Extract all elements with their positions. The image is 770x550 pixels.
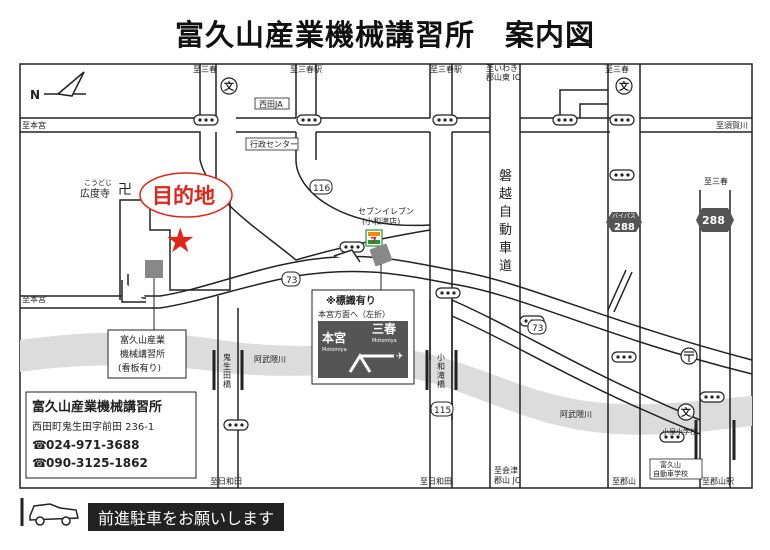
parking-note: 前進駐車をお願いします: [88, 503, 285, 531]
label-to-koriyama: 至郡山: [612, 476, 636, 486]
svg-text:73: 73: [532, 324, 543, 334]
bandai-expressway-label: 磐 越 自 動 車 道: [499, 169, 512, 274]
callout-line: (看板有り): [118, 362, 161, 374]
label-koriyama-east-ic: 郡山東 IC: [486, 72, 521, 82]
phone-icon-2: ☎: [32, 456, 47, 470]
road-sign: [318, 321, 408, 378]
expressway-char: 車: [499, 241, 512, 256]
route-115-icon: 115: [430, 401, 454, 417]
sign-building: [369, 243, 393, 267]
expressway-char: 磐: [499, 169, 512, 184]
oniu-bridge-char: 田: [223, 371, 231, 380]
label-to-motomiya-2: 至本宮: [22, 294, 46, 304]
svg-text:7: 7: [370, 236, 377, 247]
label-to-sanharu: 至三春: [193, 64, 217, 74]
label-to-iwaki: 至いわき: [486, 64, 518, 73]
label-to-sanharu-station-2: 至三春駅: [430, 64, 462, 74]
abukuma-river: [20, 332, 752, 435]
route-288-bypass-icon: バイパス 288: [606, 212, 642, 233]
label-administrative-center: 行政センター: [250, 139, 298, 149]
label-koizumi-school: 小泉小学校: [662, 427, 697, 436]
label-fukuyama-school: 富久山: [660, 460, 681, 469]
sign-right-roman: Motomiya: [372, 338, 397, 344]
svg-text:115: 115: [434, 406, 451, 416]
svg-text:288: 288: [702, 214, 725, 227]
oniu-bridge-char: 橋: [223, 379, 231, 389]
svg-text:73: 73: [286, 276, 297, 286]
destination-bubble: [139, 172, 233, 218]
route-73-icon: 73: [281, 271, 301, 287]
label-to-koriyama-station: 至郡山駅: [702, 476, 734, 486]
expressway-char: 越: [499, 187, 512, 202]
info-name: 富久山産業機械講習所: [32, 399, 162, 415]
svg-text:文: 文: [224, 80, 235, 93]
expressway-char: 自: [499, 205, 512, 220]
label-abukuma-river-2: 阿武隈川: [560, 409, 592, 419]
kowataki-bridge-char: 小: [437, 353, 445, 362]
route-116-icon: 116: [309, 179, 333, 195]
label-driving-school: 自動車学校: [653, 469, 688, 478]
compass-icon: [44, 71, 86, 97]
label-kotoji-temple: 広度寺: [80, 187, 110, 200]
route-73-icon-2: 73: [527, 319, 547, 335]
kowataki-bridge-char: 和: [437, 362, 445, 371]
sign-arrow-icon: [348, 353, 394, 373]
label-to-aizu: 至会津: [494, 465, 518, 475]
school-building: [145, 260, 163, 278]
destination-label: 目的地: [152, 184, 215, 208]
post-office-icon: [680, 347, 698, 365]
sign-title: ※標識有り: [326, 294, 376, 307]
label-nishida-ja: 西田JA: [259, 100, 283, 109]
info-box: [25, 391, 197, 479]
expressway-char: 動: [499, 223, 512, 238]
label-to-sanharu-top-right: 至三春: [605, 64, 629, 74]
label-to-hiwada: 至日和田: [210, 477, 242, 486]
info-address: 西田町鬼生田字前田 236-1: [32, 420, 154, 433]
destination-star-icon: ★: [165, 221, 195, 261]
kowataki-bridge-char: 橋: [437, 379, 445, 389]
oniu-bridge-char: 鬼: [223, 352, 231, 362]
school-glyphs: 文文文: [224, 80, 692, 419]
sign-left-roman: Motomiya: [322, 347, 347, 353]
label-to-sanharu-station: 至三春駅: [290, 64, 322, 74]
label-seven-eleven: セブンイレブン: [358, 206, 414, 216]
label-to-hiwada-2: 至日和田: [420, 477, 452, 486]
sign-left-kanji: 本宮: [322, 330, 346, 345]
page-title: 富久山産業機械講習所 案内図: [174, 18, 595, 52]
school-icon: [220, 77, 695, 421]
info-phone-2: 090-3125-1862: [46, 456, 148, 470]
label-to-sanharu-right: 至三春: [704, 176, 728, 186]
label-kotoji-ruby: こうどじ: [84, 179, 112, 187]
svg-text:文: 文: [681, 406, 692, 419]
compass-n: N: [30, 88, 40, 102]
svg-text:116: 116: [313, 184, 330, 194]
label-seven-eleven-branch: (小和滝店): [362, 216, 400, 226]
seven-eleven-icon: 7: [365, 229, 383, 247]
phone-icon: ☎: [32, 438, 47, 452]
svg-text:288: 288: [614, 222, 635, 233]
oniu-bridge-char: 生: [223, 361, 231, 371]
expressway-char: 道: [499, 259, 512, 274]
kowataki-bridge-char: 滝: [437, 370, 445, 380]
temple-icon: 卍: [118, 182, 132, 198]
car-icon: [20, 498, 79, 526]
svg-text:バイパス: バイパス: [612, 213, 636, 220]
label-abukuma-river: 阿武隈川: [254, 354, 286, 364]
info-phone-1: 024-971-3688: [46, 438, 139, 452]
direction-arrow: [121, 249, 633, 313]
sign-right-kanji: 三春: [372, 321, 397, 336]
label-to-motomiya: 至本宮: [22, 120, 46, 130]
label-koriyama-jc: 郡山 JC: [494, 475, 521, 485]
sign-subtitle: 本宮方面へ（左折）: [318, 309, 390, 319]
label-to-sukagawa: 至須賀川: [716, 120, 748, 130]
callout-line: 富久山産業: [120, 334, 165, 346]
airplane-icon: ✈: [396, 352, 404, 362]
route-288-icon: 288: [696, 208, 734, 232]
callout-line: 機械講習所: [120, 348, 165, 360]
svg-text:文: 文: [619, 80, 630, 93]
destination-callout-box: [107, 329, 187, 379]
